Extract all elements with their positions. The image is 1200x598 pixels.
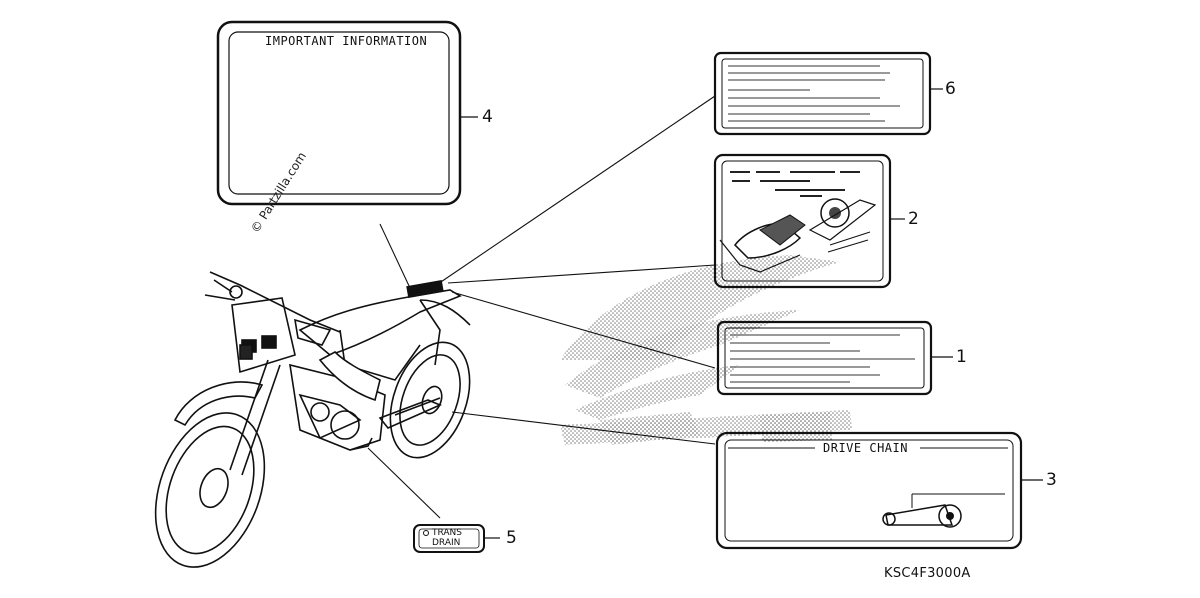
- seat-label-patch: [406, 279, 444, 299]
- diagram-code: KSC4F3000A: [884, 566, 971, 581]
- callout-number-5: 5: [506, 528, 517, 548]
- label-box-important-information: [216, 20, 462, 206]
- trans-drain-line2: DRAIN: [432, 538, 461, 548]
- label-box-2: [713, 153, 892, 289]
- label-box-6: [713, 51, 932, 136]
- label-box-1: [716, 320, 933, 396]
- callout-number-4: 4: [482, 107, 493, 127]
- callout-number-2: 2: [908, 209, 919, 229]
- callout-number-3: 3: [1046, 470, 1057, 490]
- callout-number-1: 1: [956, 347, 967, 367]
- drive-chain-title: DRIVE CHAIN: [823, 441, 908, 455]
- label-leader-lines: [367, 95, 716, 519]
- trans-drain-line1: TRANS: [432, 528, 462, 538]
- callout-number-6: 6: [945, 79, 956, 99]
- motorcycle-illustration: [154, 271, 471, 568]
- important-information-title: IMPORTANT INFORMATION: [265, 34, 428, 48]
- callout-lines: [460, 88, 1043, 539]
- chain-sprocket-illustration: [882, 494, 962, 528]
- label-box-drive-chain: [715, 431, 1023, 550]
- honda-wing-watermark: [560, 255, 852, 445]
